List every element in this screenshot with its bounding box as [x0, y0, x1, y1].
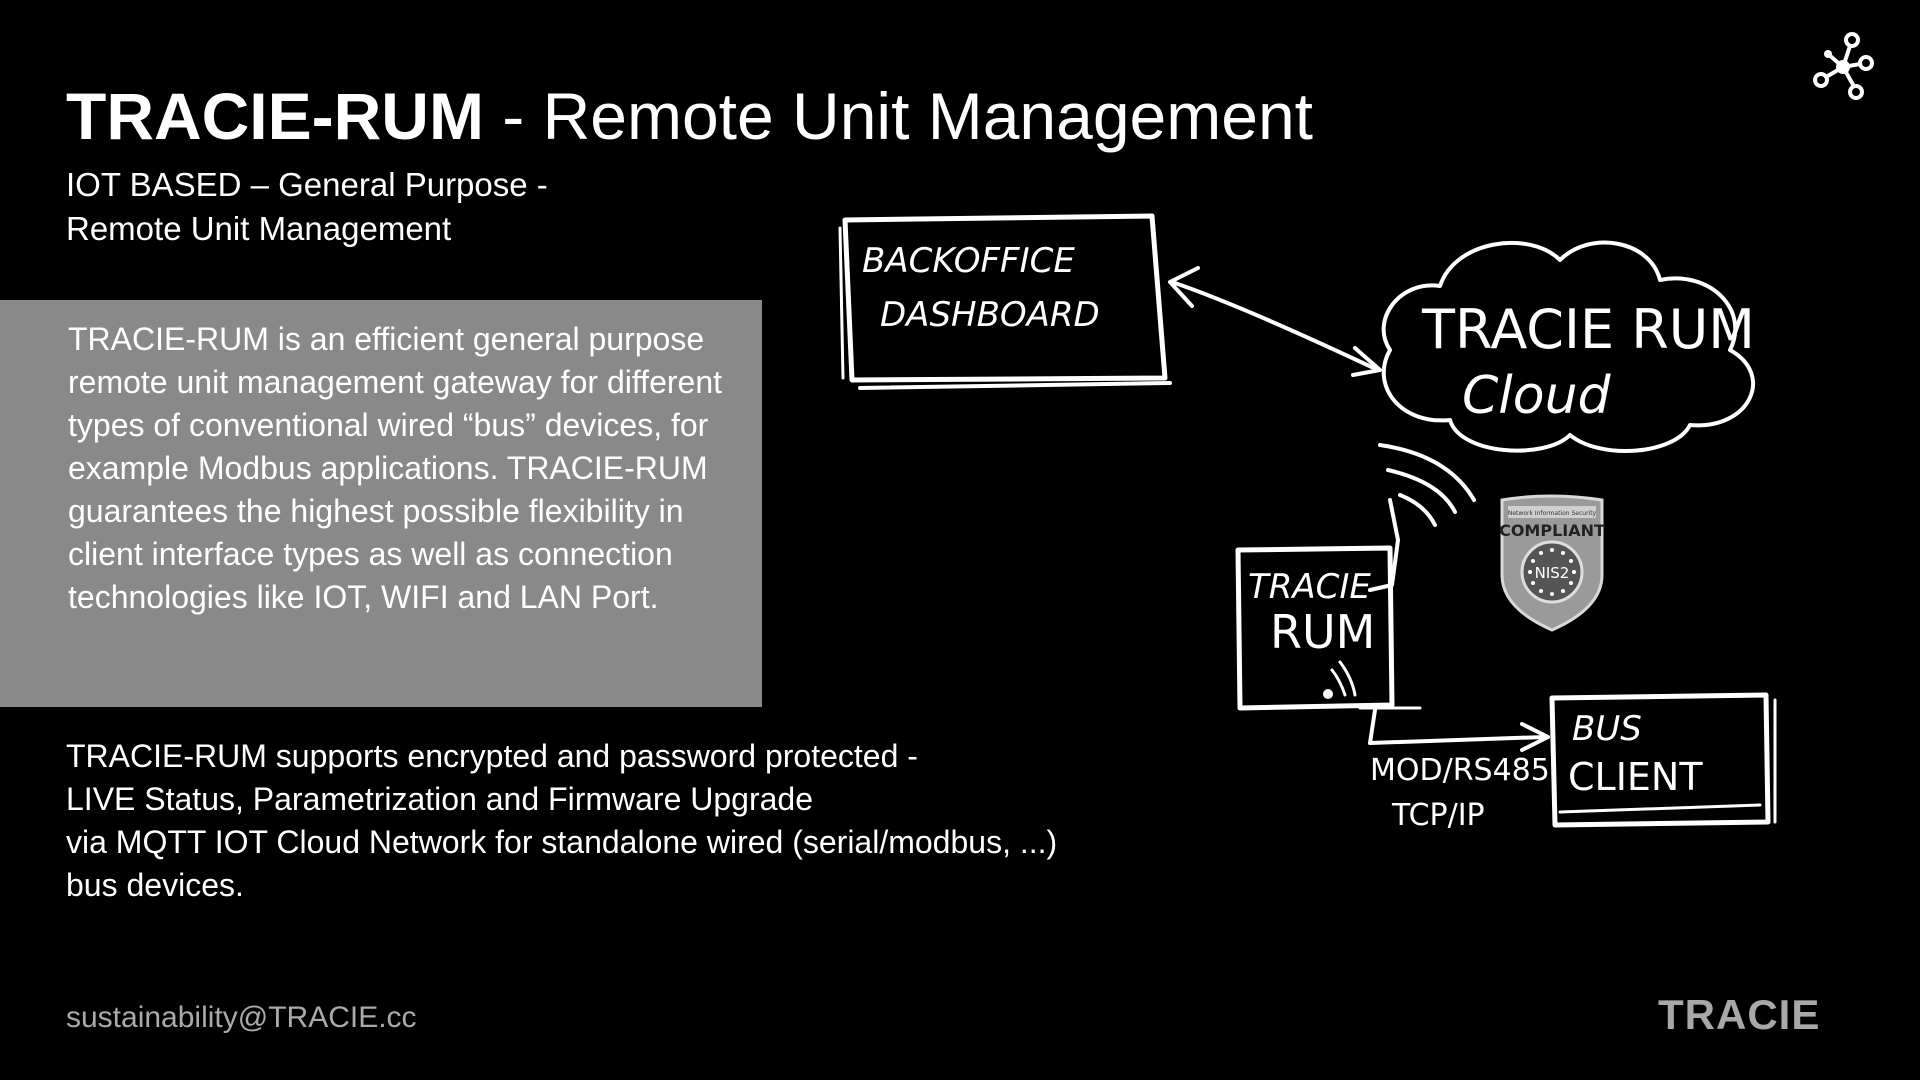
- nis2-compliant-badge-icon: Network Information Security COMPLIANT N…: [1499, 494, 1605, 632]
- cloud-label-2: Cloud: [1462, 366, 1612, 426]
- badge-stars: [1528, 548, 1576, 596]
- subtitle-line-2: Remote Unit Management: [66, 210, 452, 247]
- support-line-2: LIVE Status, Parametrization and Firmwar…: [66, 781, 813, 817]
- badge-top-text: Network Information Security: [1508, 510, 1597, 517]
- subtitle: IOT BASED – General Purpose - Remote Uni…: [66, 163, 548, 251]
- brand-logo-text: TRACIE: [1658, 991, 1821, 1038]
- tracie-rum-device-box: [1235, 545, 1395, 711]
- backoffice-box: [838, 213, 1172, 390]
- title-product: TRACIE-RUM: [66, 79, 484, 153]
- backoffice-label-2: DASHBOARD: [880, 295, 1100, 335]
- link-label-1: MOD/RS485: [1370, 753, 1550, 788]
- network-nodes-icon: [1813, 32, 1874, 100]
- backoffice-label-1: BACKOFFICE: [862, 241, 1075, 281]
- bus-client-box: [1549, 692, 1777, 828]
- badge-main-text: COMPLIANT: [1499, 521, 1605, 540]
- link-label-2: TCP/IP: [1391, 798, 1485, 833]
- title-suffix: - Remote Unit Management: [483, 79, 1313, 153]
- backoffice-cloud-arrow: [1168, 266, 1382, 377]
- support-line-3: via MQTT IOT Cloud Network for standalon…: [66, 824, 1058, 860]
- contact-email: sustainability@TRACIE.cc: [66, 1001, 417, 1034]
- support-line-4: bus devices.: [66, 867, 244, 903]
- description-panel: TRACIE-RUM is an efficient general purpo…: [0, 300, 762, 707]
- subtitle-line-1: IOT BASED – General Purpose -: [66, 166, 548, 203]
- architecture-sketch: BACKOFFICE DASHBOARD TRACIE RUM Cloud TR…: [838, 213, 1777, 833]
- wifi-signal-icon: [1378, 443, 1476, 527]
- badge-code-text: NIS2: [1535, 564, 1570, 582]
- device-client-arrow: [1358, 706, 1550, 752]
- client-label-2: CLIENT: [1568, 755, 1703, 799]
- device-label-1: TRACIE: [1248, 567, 1371, 607]
- cloud-shape: [1381, 240, 1756, 453]
- description-text: TRACIE-RUM is an efficient general purpo…: [68, 321, 722, 615]
- page-title: TRACIE-RUM - Remote Unit Management: [66, 74, 1313, 158]
- cloud-label-1: TRACIE RUM: [1421, 298, 1755, 361]
- device-label-2: RUM: [1270, 605, 1375, 659]
- client-label-1: BUS: [1572, 709, 1642, 749]
- support-line-1: TRACIE-RUM supports encrypted and passwo…: [66, 738, 918, 774]
- support-text: TRACIE-RUM supports encrypted and passwo…: [66, 735, 1057, 907]
